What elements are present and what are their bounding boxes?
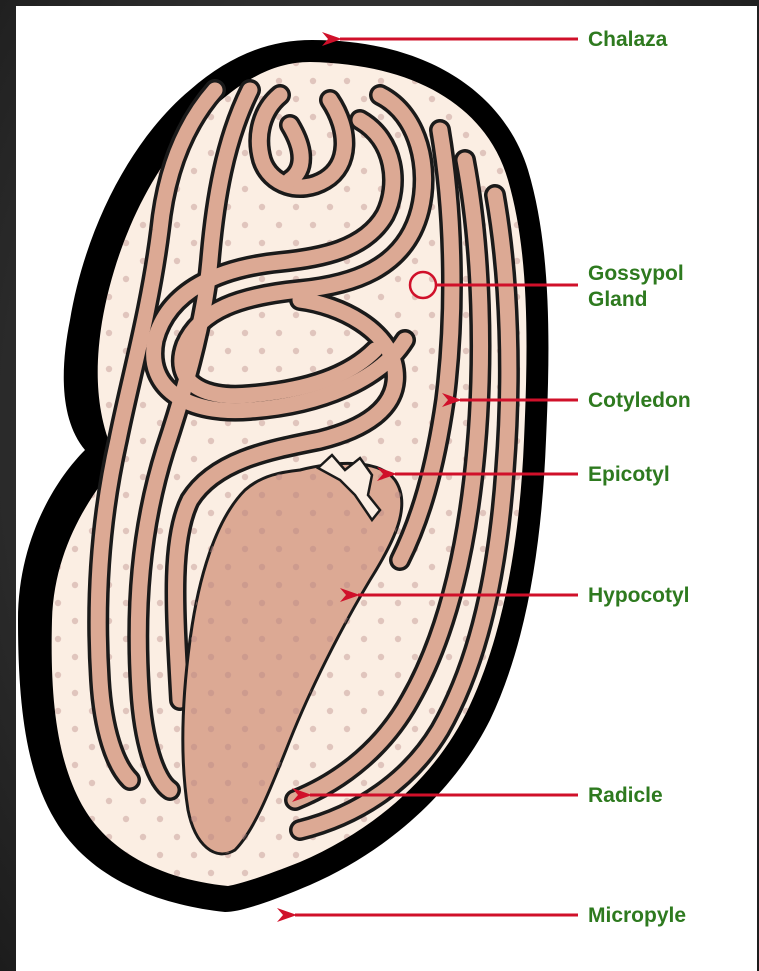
label-cotyledon: Cotyledon (588, 388, 691, 414)
label-chalaza: Chalaza (588, 27, 667, 53)
label-gossypol-line1: Gossypol (588, 261, 684, 287)
label-gossypol-line2: Gland (588, 287, 684, 313)
label-epicotyl: Epicotyl (588, 462, 670, 488)
label-radicle: Radicle (588, 783, 663, 809)
label-micropyle: Micropyle (588, 903, 686, 929)
label-gossypol-gland: Gossypol Gland (588, 261, 684, 313)
label-hypocotyl: Hypocotyl (588, 583, 690, 609)
